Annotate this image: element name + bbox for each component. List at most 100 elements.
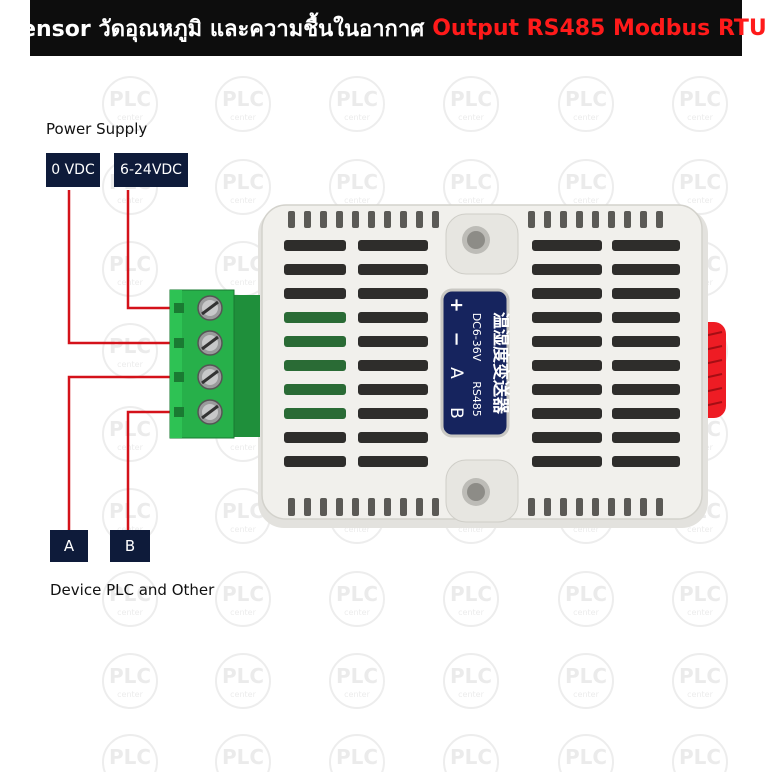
vent-rib (624, 498, 631, 516)
vent-rib (320, 211, 327, 228)
label-protocol: RS485 (470, 381, 483, 417)
vent-slot (612, 360, 680, 371)
vent-rib (304, 498, 311, 516)
vent-slot (358, 360, 428, 371)
vent-rib (352, 211, 359, 228)
vent-rib (544, 498, 551, 516)
terminal-screw (174, 295, 223, 321)
vent-rib (608, 498, 615, 516)
vent-rib (560, 211, 567, 228)
terminal-screw (174, 330, 223, 356)
label-minus: − (446, 331, 467, 346)
vent-slot (358, 456, 428, 467)
vent-rib (560, 498, 567, 516)
vent-slot (612, 456, 680, 467)
vent-slot (284, 312, 346, 323)
label-b: B (446, 407, 466, 419)
label-chinese: 温湿度变送器 (490, 312, 511, 415)
vent-slot (532, 360, 602, 371)
vent-slot (612, 240, 680, 251)
banner-title-white: Sensor วัดอุณหภูมิ และความชื้นในอากาศ (5, 16, 425, 42)
vent-rib (400, 211, 407, 228)
vent-rib (336, 498, 343, 516)
vent-slot (284, 432, 346, 443)
vent-slot (532, 336, 602, 347)
vent-rib (640, 498, 647, 516)
title-banner: Sensor วัดอุณหภูมิ และความชื้นในอากาศ Ou… (5, 0, 767, 56)
vent-rib (640, 211, 647, 228)
vent-rib (544, 211, 551, 228)
mounting-hole-bottom (445, 459, 519, 523)
vent-rib (352, 498, 359, 516)
vent-slot (612, 312, 680, 323)
vent-slot (612, 432, 680, 443)
vent-rib (656, 498, 663, 516)
vent-slot (358, 336, 428, 347)
vent-rib (656, 211, 663, 228)
device-heading: Device PLC and Other (50, 581, 215, 599)
vent-slot (284, 288, 346, 299)
vent-rib (304, 211, 311, 228)
terminal-screw (174, 399, 223, 425)
vent-slot (284, 408, 346, 419)
vent-rib (576, 211, 583, 228)
vent-rib (384, 498, 391, 516)
vent-rib (576, 498, 583, 516)
vent-rib (400, 498, 407, 516)
vent-slot (358, 384, 428, 395)
vent-slot (532, 264, 602, 275)
vent-slot (284, 240, 346, 251)
vent-rib (592, 498, 599, 516)
vent-slot (284, 336, 346, 347)
vent-slot (612, 264, 680, 275)
vent-slot (358, 264, 428, 275)
vent-slot (612, 408, 680, 419)
vent-slot (358, 288, 428, 299)
tag-a: A (50, 530, 88, 562)
wire-0vdc (67, 190, 178, 345)
vent-slot (612, 384, 680, 395)
vent-slot (532, 456, 602, 467)
vent-slot (284, 384, 346, 395)
vent-rib (416, 211, 423, 228)
vent-rib (288, 211, 295, 228)
vent-slot (532, 240, 602, 251)
vent-rib (320, 498, 327, 516)
wire-6-24vdc (126, 190, 178, 310)
wires (67, 190, 178, 530)
vent-rib (432, 211, 439, 228)
vent-slot (284, 456, 346, 467)
vent-slot (532, 408, 602, 419)
vent-slot (612, 288, 680, 299)
vent-rib (288, 498, 295, 516)
vent-rib (336, 211, 343, 228)
vent-rib (432, 498, 439, 516)
wire-b (126, 410, 178, 530)
vent-rib (528, 498, 535, 516)
vent-slot (532, 432, 602, 443)
vent-slot (284, 264, 346, 275)
sensor-label-plate: 温湿度变送器 DC6-36V RS485 + − A B (440, 288, 511, 438)
vent-rib (416, 498, 423, 516)
vent-slot (612, 336, 680, 347)
vent-rib (368, 498, 375, 516)
tag-b: B (110, 530, 150, 562)
label-a: A (446, 367, 466, 379)
banner-title-red: Output RS485 Modbus RTU (432, 15, 767, 41)
vent-slot (532, 288, 602, 299)
vent-slot (358, 312, 428, 323)
vent-rib (624, 211, 631, 228)
vent-slot (358, 408, 428, 419)
vent-slot (532, 384, 602, 395)
wire-a (67, 375, 178, 530)
vent-slot (358, 240, 428, 251)
vent-slot (532, 312, 602, 323)
power-supply-heading: Power Supply (46, 120, 148, 138)
tag-6-24vdc: 6-24VDC (114, 153, 188, 187)
label-voltage: DC6-36V (470, 313, 483, 362)
vent-rib (384, 211, 391, 228)
vent-slot (358, 432, 428, 443)
vent-rib (528, 211, 535, 228)
vent-slot (284, 360, 346, 371)
